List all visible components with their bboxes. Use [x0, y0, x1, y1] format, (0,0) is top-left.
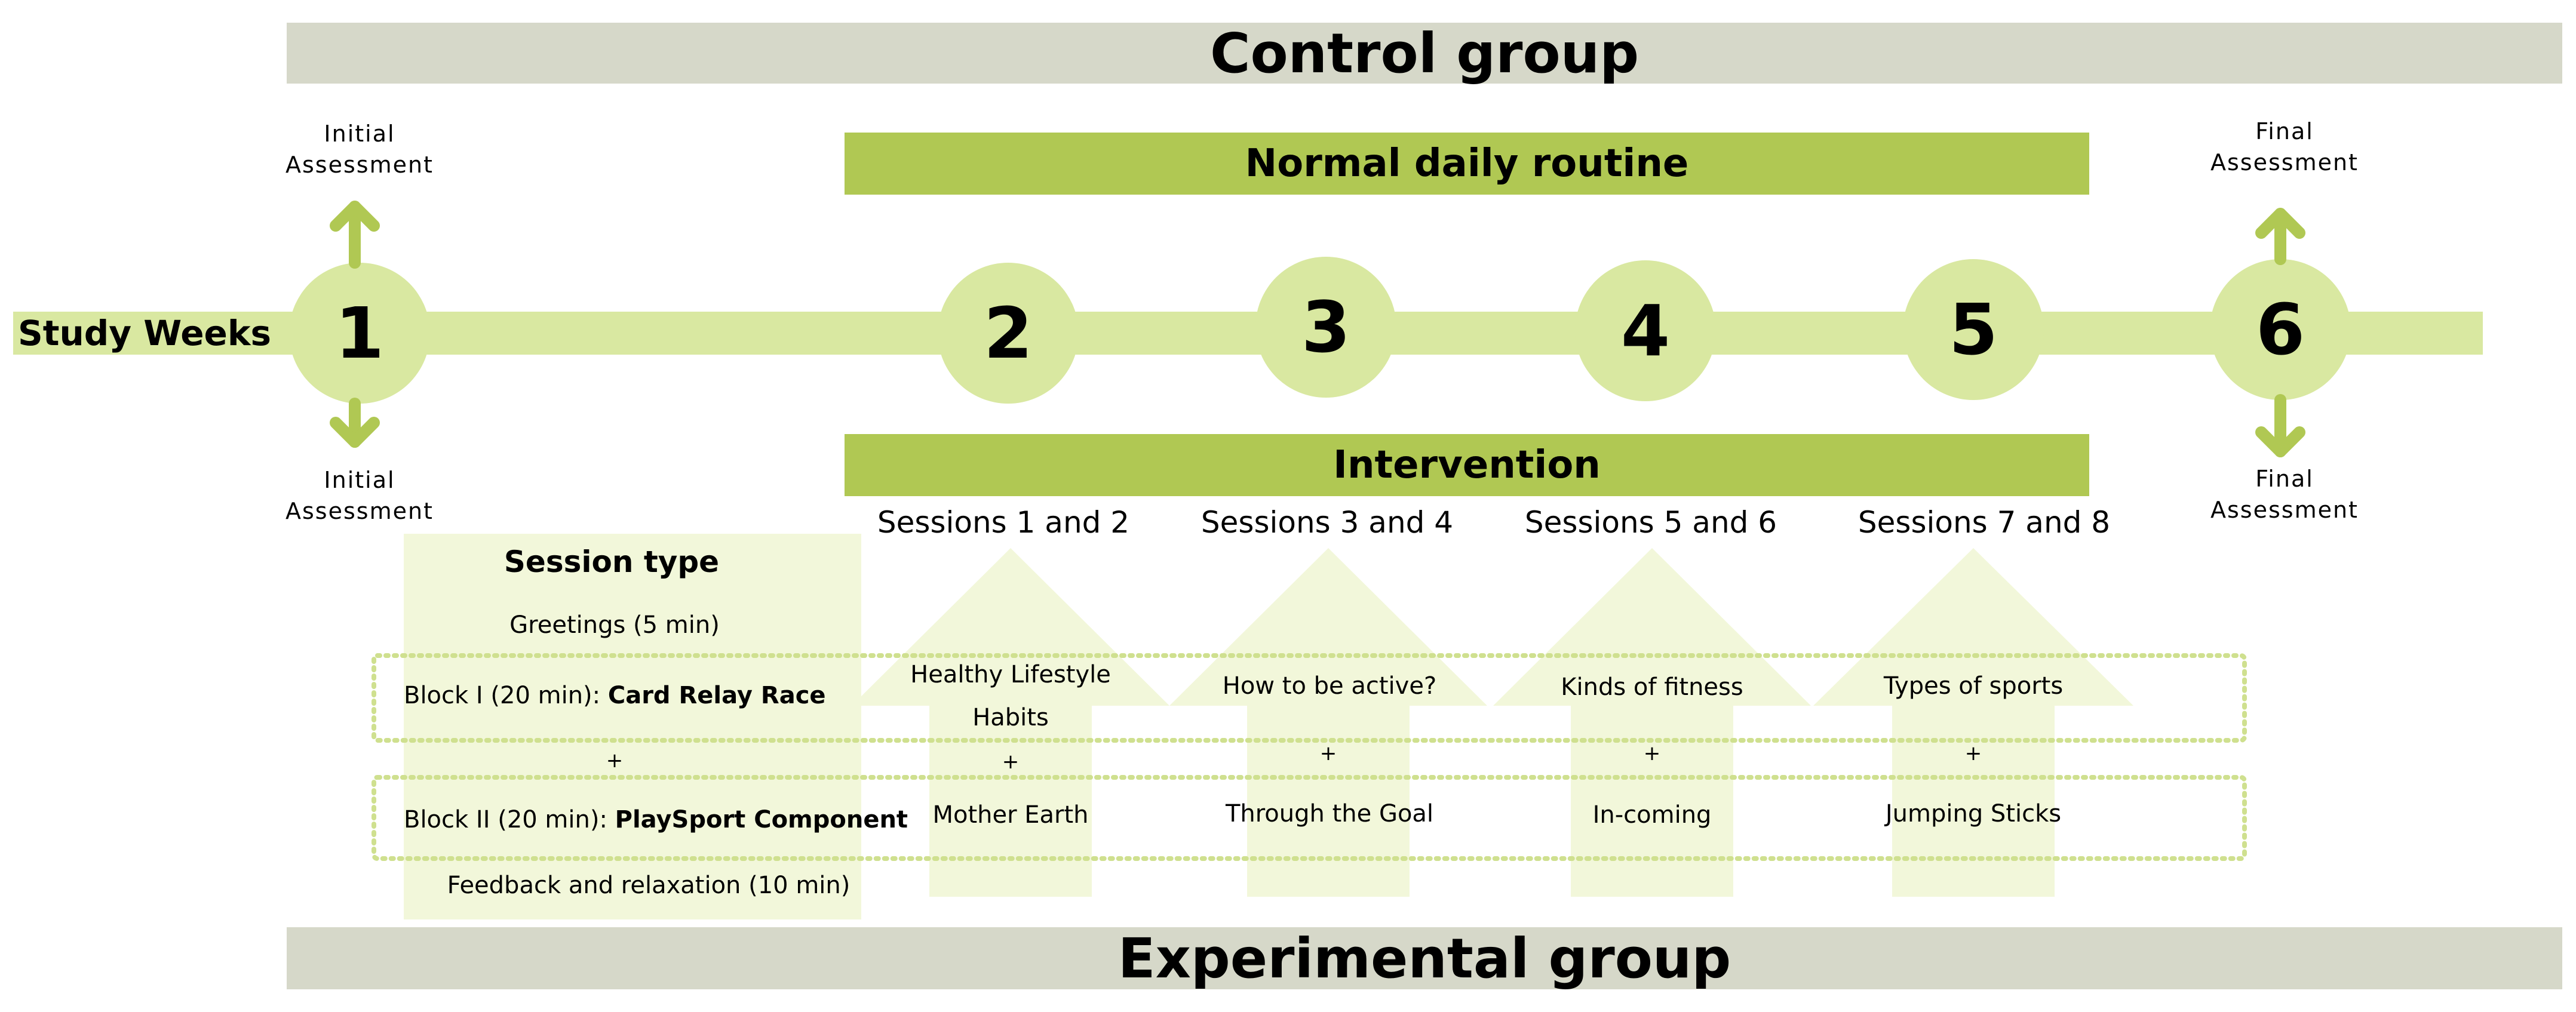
control-group-band: Control group — [287, 21, 2562, 85]
arrow-1-activity: Mother Earth — [932, 801, 1089, 829]
assessment-line: Assessment — [2210, 149, 2359, 176]
block-1-label: Block I (20 min): Card Relay Race — [404, 682, 826, 709]
block-2-row-outline — [371, 775, 2247, 861]
week-number: 1 — [334, 292, 385, 374]
block-2-label: Block II (20 min): PlaySport Component — [404, 806, 908, 833]
sessions-label-4: Sessions 7 and 8 — [1857, 505, 2111, 540]
arrow-3-plus: + — [1643, 742, 1661, 765]
arrow-2-plus: + — [1319, 742, 1337, 765]
week-circle-2: 2 — [938, 263, 1079, 404]
initial-assessment-bottom: Initial Assessment — [270, 465, 449, 527]
arrow-4-topic: Types of sports — [1883, 672, 2064, 700]
normal-routine-label: Normal daily routine — [1245, 142, 1689, 186]
initial-assessment-top: Initial Assessment — [270, 118, 449, 180]
arrow-1-plus: + — [1002, 750, 1020, 774]
sessions-label-1: Sessions 1 and 2 — [877, 505, 1130, 540]
session-arrow-3 — [1493, 548, 1811, 897]
week-circle-3: 3 — [1255, 257, 1396, 398]
arrow-4-activity: Jumping Sticks — [1885, 800, 2062, 828]
week-circle-6: 6 — [2210, 259, 2351, 400]
greetings-label: Greetings (5 min) — [509, 611, 720, 639]
week-number: 4 — [1620, 290, 1671, 372]
session-type-panel — [404, 534, 861, 919]
session-arrow-4 — [1813, 548, 2133, 897]
arrow-2-activity: Through the Goal — [1225, 800, 1434, 828]
assessment-line: Assessment — [285, 498, 434, 524]
block-2-prefix: Block II (20 min): — [404, 806, 615, 833]
week-circle-5: 5 — [1903, 259, 2044, 400]
assessment-line: Assessment — [2210, 497, 2359, 523]
final-assessment-down-arrow-head — [2255, 426, 2305, 457]
initial-assessment-up-arrow-head — [330, 201, 380, 232]
week-number: 6 — [2255, 288, 2305, 371]
experimental-group-label: Experimental group — [1117, 926, 1731, 991]
final-assessment-up-arrow-head — [2255, 208, 2305, 239]
session-arrow-2 — [1169, 548, 1487, 897]
final-assessment-bottom: Final Assessment — [2195, 463, 2374, 525]
final-assessment-top: Final Assessment — [2195, 116, 2374, 178]
assessment-line: Assessment — [285, 152, 434, 178]
intervention-bar: Intervention — [845, 434, 2089, 496]
session-type-title: Session type — [503, 545, 720, 579]
intervention-label: Intervention — [1333, 443, 1601, 487]
arrow-2-topic: How to be active? — [1222, 672, 1437, 700]
assessment-line: Initial — [324, 467, 395, 493]
arrow-3-topic: Kinds of fitness — [1561, 673, 1743, 701]
assessment-line: Final — [2255, 118, 2314, 144]
arrow-3-activity: In-coming — [1592, 801, 1712, 829]
legend-plus: + — [606, 749, 624, 773]
block-2-name: PlaySport Component — [615, 806, 908, 833]
week-number: 3 — [1301, 286, 1351, 368]
sessions-label-2: Sessions 3 and 4 — [1201, 505, 1454, 540]
sessions-label-3: Sessions 5 and 6 — [1524, 505, 1777, 540]
session-arrow-1 — [852, 548, 1169, 897]
feedback-label: Feedback and relaxation (10 min) — [447, 872, 851, 899]
assessment-line: Final — [2255, 466, 2314, 492]
week-circle-1: 1 — [289, 263, 430, 404]
normal-routine-bar: Normal daily routine — [845, 133, 2089, 195]
arrow-4-plus: + — [1964, 742, 1982, 765]
control-group-label: Control group — [1209, 21, 1639, 85]
week-number: 5 — [1948, 288, 1998, 371]
experimental-group-band: Experimental group — [287, 926, 2562, 991]
arrow-1-topic: Healthy Lifestyle Habits — [910, 661, 1111, 731]
assessment-line: Initial — [324, 121, 395, 147]
initial-assessment-down-arrow-head — [330, 417, 380, 448]
block-1-prefix: Block I (20 min): — [404, 682, 608, 709]
study-weeks-label: Study Weeks — [18, 313, 271, 353]
block-1-row-outline — [371, 653, 2247, 743]
week-circle-4: 4 — [1575, 260, 1716, 401]
week-number: 2 — [983, 292, 1033, 374]
block-1-name: Card Relay Race — [607, 682, 826, 709]
